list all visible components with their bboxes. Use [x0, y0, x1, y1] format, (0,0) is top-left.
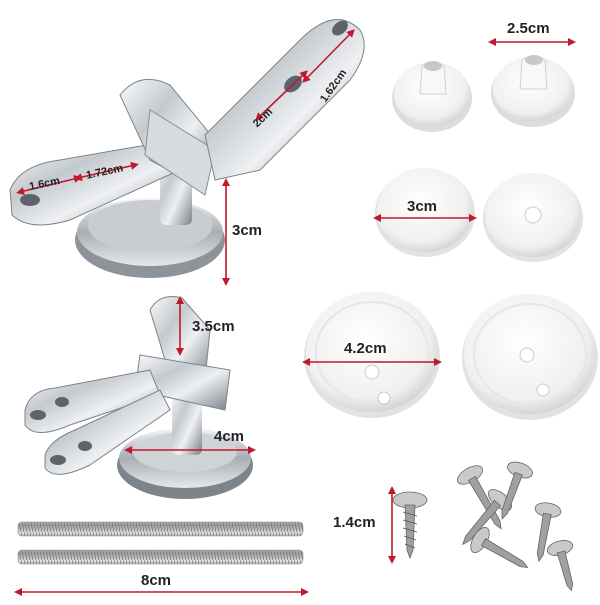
washers-large	[304, 292, 598, 420]
label-hinge-height: 3cm	[232, 222, 263, 239]
screws	[392, 461, 574, 592]
label-base-diameter: 4cm	[214, 428, 245, 445]
label-hinge-riser: 3.5cm	[192, 318, 235, 335]
label-washer-medium: 3cm	[407, 198, 438, 215]
threaded-rods	[17, 521, 304, 565]
measure-hinge-arm-width	[74, 161, 139, 182]
hinge-left	[9, 19, 365, 278]
label-rod-length: 8cm	[141, 572, 172, 589]
measure-hinge-slot-length	[302, 29, 355, 83]
washers-medium	[375, 168, 583, 262]
measure-lines	[14, 29, 576, 596]
label-washer-large: 4.2cm	[344, 340, 387, 357]
plastic-caps	[392, 55, 575, 132]
measure-hinge-hole-width	[16, 175, 82, 195]
measure-hinge-slot-spacing	[255, 70, 308, 121]
label-screw-length: 1.4cm	[333, 514, 376, 531]
label-cap-diameter: 2.5cm	[507, 20, 550, 37]
hinge-right	[24, 296, 253, 499]
